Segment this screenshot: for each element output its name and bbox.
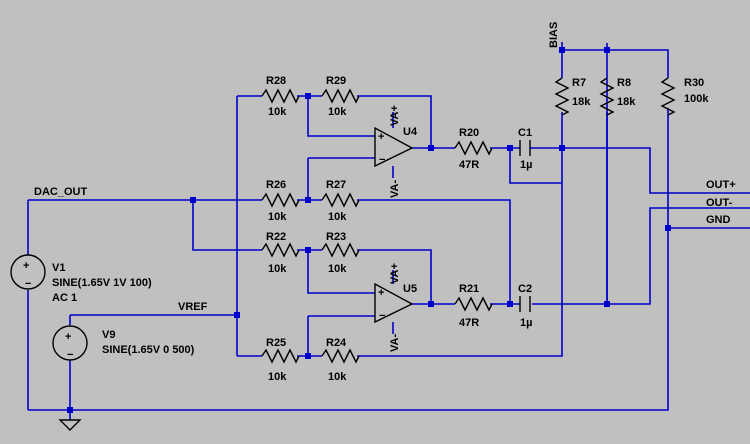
net-label-out-pos: OUT+	[706, 179, 736, 191]
c2-value: 1µ	[520, 317, 532, 329]
resistor-r24: R24 10k	[321, 337, 360, 383]
net-label-vref: VREF	[178, 301, 208, 313]
r25-value: 10k	[268, 371, 287, 383]
net-label-dac-out: DAC_OUT	[34, 186, 87, 198]
r24-ref: R24	[326, 337, 347, 349]
u5-ref: U5	[403, 283, 417, 295]
u4-vneg: VA-	[389, 180, 401, 198]
wires	[27, 42, 750, 420]
v1-ref: V1	[52, 262, 65, 274]
resistor-r8: R8 18k	[599, 77, 636, 116]
capacitor-c2: C2 1µ	[518, 283, 532, 329]
c1-value: 1µ	[520, 159, 532, 171]
r28-value: 10k	[268, 106, 287, 118]
r30-value: 100k	[684, 93, 709, 105]
opamp-u5: + − U5 VA+ VA-	[374, 263, 417, 352]
r23-ref: R23	[326, 231, 346, 243]
resistor-r22: R22 10k	[261, 231, 300, 275]
u5-minus: −	[379, 310, 385, 322]
v1-value: SINE(1.65V 1V 100)	[52, 277, 152, 289]
c2-ref: C2	[518, 283, 532, 295]
resistor-r23: R23 10k	[321, 231, 360, 275]
u4-minus: −	[379, 154, 385, 166]
r23-value: 10k	[328, 263, 347, 275]
r26-value: 10k	[268, 211, 287, 223]
resistor-r7: R7 18k	[554, 77, 591, 116]
v9-minus-sign: −	[67, 349, 73, 361]
opamp-u4: + − U4 VA+ VA-	[374, 105, 418, 198]
net-label-bias: BIAS	[548, 22, 560, 48]
u4-ref: U4	[403, 126, 418, 138]
resistor-r21: R21 47R	[454, 283, 493, 329]
r30-ref: R30	[684, 77, 704, 89]
u5-vneg: VA-	[389, 334, 401, 352]
net-label-gnd: GND	[706, 214, 731, 226]
u5-plus: +	[378, 287, 384, 299]
ground-icon	[58, 419, 82, 431]
r29-value: 10k	[328, 106, 347, 118]
r24-value: 10k	[328, 371, 347, 383]
v1-minus-sign: −	[25, 278, 31, 290]
v9-value: SINE(1.65V 0 500)	[102, 344, 195, 356]
r25-ref: R25	[266, 337, 286, 349]
r20-value: 47R	[459, 159, 479, 171]
r27-ref: R27	[326, 179, 346, 191]
v1-plus-sign: +	[23, 260, 29, 272]
r22-ref: R22	[266, 231, 286, 243]
junctions	[67, 47, 671, 413]
r29-ref: R29	[326, 75, 346, 87]
u5-vpos: VA+	[389, 263, 401, 284]
r28-ref: R28	[266, 75, 286, 87]
r26-ref: R26	[266, 179, 286, 191]
v1-ac: AC 1	[52, 292, 77, 304]
net-label-out-neg: OUT-	[706, 197, 733, 209]
resistor-r29: R29 10k	[321, 75, 360, 118]
resistor-r20: R20 47R	[454, 127, 493, 171]
r21-ref: R21	[459, 283, 479, 295]
u4-plus: +	[378, 131, 384, 143]
r22-value: 10k	[268, 263, 287, 275]
r7-ref: R7	[572, 77, 586, 89]
r21-value: 47R	[459, 317, 479, 329]
resistor-r26: R26 10k	[261, 179, 300, 223]
voltage-source-v1: + − V1 SINE(1.65V 1V 100) AC 1	[10, 254, 152, 304]
c1-ref: C1	[518, 127, 532, 139]
resistor-r25: R25 10k	[261, 337, 300, 383]
capacitor-c1: C1 1µ	[518, 127, 532, 171]
r8-ref: R8	[617, 77, 631, 89]
v9-plus-sign: +	[65, 331, 71, 343]
voltage-source-v9: + − V9 SINE(1.65V 0 500)	[52, 325, 195, 361]
resistor-r28: R28 10k	[261, 75, 300, 118]
r20-ref: R20	[459, 127, 479, 139]
v9-ref: V9	[102, 329, 115, 341]
r7-value: 18k	[572, 96, 591, 108]
r8-value: 18k	[617, 96, 636, 108]
u4-vpos: VA+	[389, 105, 401, 126]
resistor-r27: R27 10k	[321, 179, 360, 223]
r27-value: 10k	[328, 211, 347, 223]
resistor-r30: R30 100k	[660, 77, 709, 116]
